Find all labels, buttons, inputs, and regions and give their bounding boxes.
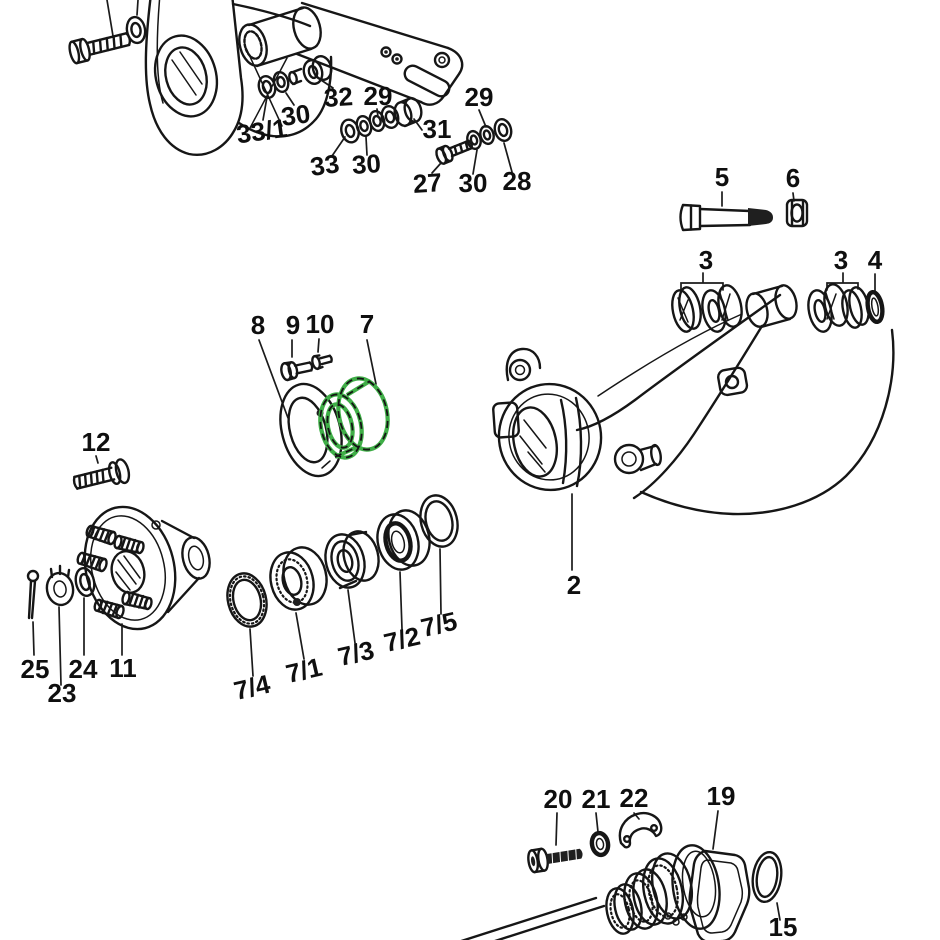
washer-icon (589, 830, 611, 858)
bearing-icon (376, 509, 431, 571)
callout-7-3: 7/3 (335, 635, 377, 672)
callout-6: 6 (786, 163, 800, 193)
wheel-hub-group: 12 25 24 11 23 (21, 427, 211, 708)
bearing-icon (269, 546, 328, 611)
bearing-kit-group: 7/4 7/1 7/3 7/2 7/5 (226, 494, 460, 706)
callout-30b: 30 (351, 148, 382, 180)
wheel-hub (75, 505, 211, 631)
callout-7-1: 7/1 (283, 652, 325, 689)
callout-20: 20 (544, 784, 573, 814)
callout-23: 23 (48, 678, 77, 708)
callout-29b: 29 (465, 82, 494, 112)
trailing-arm: 2 (492, 284, 895, 600)
seal-ring (419, 494, 459, 548)
callout-30c: 30 (459, 168, 488, 198)
callout-33-1: 33/1 (235, 113, 289, 150)
callout-7: 7 (360, 309, 374, 339)
washer-icon (74, 566, 96, 598)
callout-12: 12 (82, 427, 111, 457)
bolt-icon (280, 361, 314, 382)
callout-15: 15 (769, 912, 798, 940)
callout-5: 5 (715, 162, 729, 192)
callout-30a: 30 (279, 98, 312, 132)
castle-nut (45, 564, 75, 607)
callout-7-5: 7/5 (418, 606, 460, 643)
callout-33: 33 (308, 148, 341, 182)
callout-7-4: 7/4 (231, 668, 273, 705)
bushing-group: 3 3 4 (671, 245, 885, 333)
callout-2: 2 (567, 570, 581, 600)
callout-3b: 3 (834, 245, 848, 275)
leader-line (106, 0, 114, 37)
washer-icon (125, 15, 147, 45)
drive-joint-group: 20 21 22 19 15 (460, 781, 798, 940)
callout-3a: 3 (699, 245, 713, 275)
bushing-icon (807, 283, 849, 333)
washer-icon (865, 289, 885, 325)
splined-bushing (238, 6, 322, 68)
pivot-bolt-group: 5 6 (679, 162, 809, 232)
o-ring (751, 850, 783, 904)
callout-27: 27 (412, 167, 443, 199)
bearing-icon (324, 530, 380, 590)
bolt-icon (68, 32, 132, 65)
bushing-icon (701, 284, 743, 333)
callout-28: 28 (503, 166, 532, 196)
callout-11: 11 (109, 653, 137, 683)
mount-bracket-assembly: 33/1 30 32 29 29 31 33 30 27 30 28 (68, 0, 532, 199)
callout-9: 9 (286, 310, 300, 340)
bolt-icon (311, 354, 333, 371)
nut-icon (785, 198, 809, 228)
bearing-flange-group: 8 9 10 7 (251, 309, 394, 478)
callout-25: 25 (21, 654, 50, 684)
callout-19: 19 (707, 781, 736, 811)
callout-32: 32 (323, 81, 354, 113)
hub-carrier-boss (492, 347, 662, 492)
gasket (688, 849, 751, 940)
fastener-row-2 (340, 96, 423, 144)
seal-ring (226, 572, 268, 628)
fastener-row-1 (257, 54, 333, 100)
callout-21: 21 (582, 784, 611, 814)
cv-boot (605, 852, 694, 935)
joint-flange (671, 844, 721, 930)
callout-10: 10 (306, 309, 335, 339)
bolt-icon (679, 203, 773, 232)
fastener-row-3 (435, 117, 513, 165)
callout-29a: 29 (364, 81, 393, 111)
callout-24: 24 (69, 654, 98, 684)
callout-4: 4 (868, 245, 883, 275)
socket-bolt (527, 847, 583, 874)
callout-8: 8 (251, 310, 265, 340)
leader-line (136, 0, 139, 16)
axle-shaft (460, 896, 606, 940)
bearing-housing (144, 0, 464, 157)
wheel-stud-bolt (72, 458, 131, 490)
callout-31: 31 (423, 114, 452, 144)
callout-7-2: 7/2 (381, 621, 423, 658)
callout-22: 22 (620, 783, 649, 813)
cotter-pin (26, 569, 40, 620)
lock-plate (618, 812, 663, 849)
bushing-icon (671, 286, 702, 333)
